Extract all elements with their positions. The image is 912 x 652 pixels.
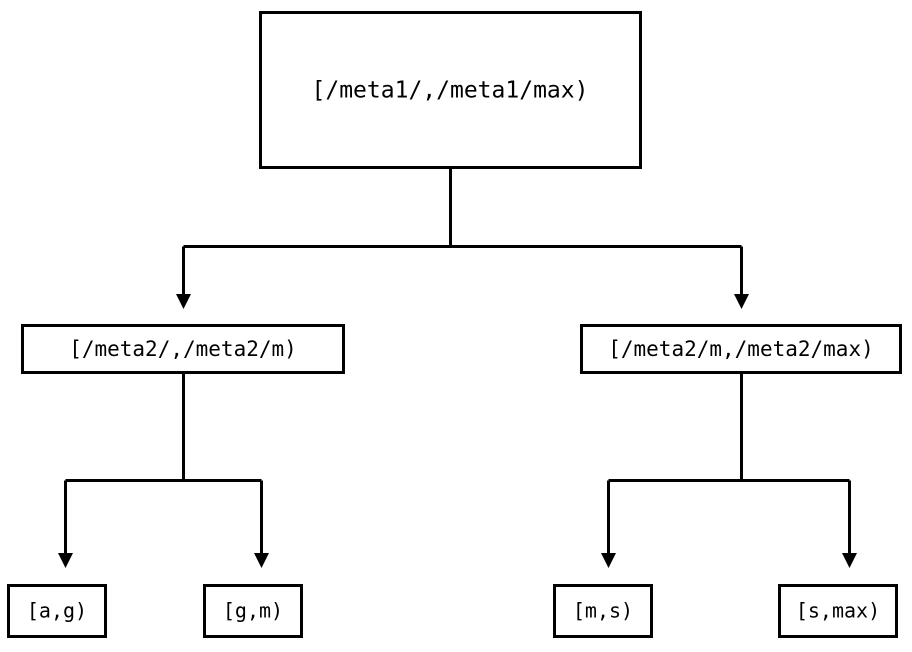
node-leaf-2-label: [g,m)	[223, 599, 283, 623]
edge-group-mid-left	[58, 374, 269, 568]
node-leaf-2-box[interactable]	[203, 584, 303, 638]
node-mid-right-label: [/meta2/m,/meta2/max)	[608, 337, 874, 361]
node-leaf-4[interactable]: [s,max)	[778, 584, 898, 638]
node-root-label: [/meta1/,/meta1/max)	[312, 78, 589, 104]
edge-group-root	[176, 168, 749, 309]
node-leaf-3[interactable]: [m,s)	[553, 584, 653, 638]
edge-group-mid-right	[601, 374, 857, 568]
node-mid-right-box[interactable]	[580, 324, 902, 374]
node-mid-left-box[interactable]	[21, 324, 345, 374]
node-leaf-4-box[interactable]	[778, 584, 898, 638]
node-mid-left-label: [/meta2/,/meta2/m)	[69, 337, 297, 361]
node-root-box[interactable]	[259, 11, 642, 169]
node-leaf-1-box[interactable]	[7, 584, 107, 638]
arrowhead-mid-right-to-leaf4	[842, 553, 857, 568]
node-leaf-3-label: [m,s)	[573, 599, 633, 623]
node-root[interactable]: [/meta1/,/meta1/max)	[259, 11, 642, 169]
node-leaf-1[interactable]: [a,g)	[7, 584, 107, 638]
node-mid-right[interactable]: [/meta2/m,/meta2/max)	[580, 324, 902, 374]
arrowhead-mid-left-to-leaf2	[254, 553, 269, 568]
arrowhead-root-to-mid-right	[734, 294, 749, 309]
arrowhead-mid-left-to-leaf1	[58, 553, 73, 568]
arrowhead-mid-right-to-leaf3	[601, 553, 616, 568]
node-leaf-4-label: [s,max)	[796, 599, 880, 623]
node-leaf-3-box[interactable]	[553, 584, 653, 638]
arrowhead-root-to-mid-left	[176, 294, 191, 309]
node-leaf-2[interactable]: [g,m)	[203, 584, 303, 638]
node-leaf-1-label: [a,g)	[27, 599, 87, 623]
node-mid-left[interactable]: [/meta2/,/meta2/m)	[21, 324, 345, 374]
